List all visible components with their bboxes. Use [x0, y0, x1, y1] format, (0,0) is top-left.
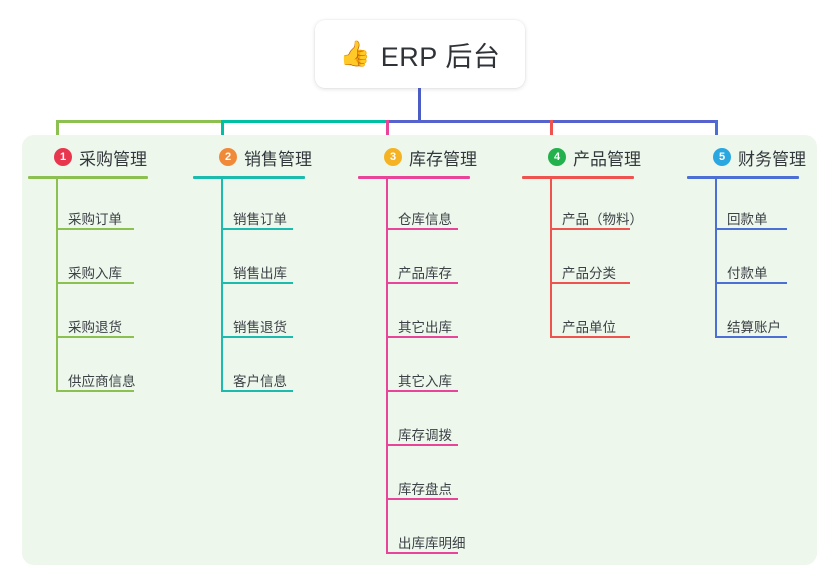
leaf-underline	[715, 336, 787, 338]
leaf-item-label[interactable]: 其它出库	[398, 320, 452, 335]
branch-header-rule-4	[522, 176, 634, 179]
branch-index-badge-4: 4	[548, 148, 566, 166]
leaf-underline	[221, 390, 293, 392]
leaf-item-label[interactable]: 回款单	[727, 212, 768, 227]
leaf-underline	[386, 390, 458, 392]
leaf-underline	[56, 282, 134, 284]
leaf-underline	[221, 282, 293, 284]
branch-trunk-line-5	[715, 179, 717, 337]
leaf-underline	[56, 228, 134, 230]
branch-column-库存管理: 3 库存管理	[368, 145, 477, 169]
leaf-underline	[386, 282, 458, 284]
leaf-underline	[386, 336, 458, 338]
leaf-item-label[interactable]: 仓库信息	[398, 212, 452, 227]
leaf-item-label[interactable]: 采购退货	[68, 320, 122, 335]
branch-header-4[interactable]: 4 产品管理	[532, 145, 641, 169]
leaf-item-label[interactable]: 结算账户	[727, 320, 781, 335]
leaf-item-label[interactable]: 采购订单	[68, 212, 122, 227]
leaf-item-label[interactable]: 产品分类	[562, 266, 616, 281]
leaf-item-label[interactable]: 供应商信息	[68, 374, 136, 389]
leaf-underline	[715, 228, 787, 230]
leaf-underline	[221, 336, 293, 338]
branch-header-rule-5	[687, 176, 799, 179]
leaf-item-label[interactable]: 付款单	[727, 266, 768, 281]
branch-index-badge-3: 3	[384, 148, 402, 166]
leaf-underline	[56, 390, 134, 392]
branch-column-财务管理: 5 财务管理	[697, 145, 806, 169]
branch-header-rule-3	[358, 176, 470, 179]
branch-trunk-line-3	[386, 179, 388, 553]
leaf-underline	[386, 228, 458, 230]
leaf-underline	[56, 336, 134, 338]
leaf-item-label[interactable]: 销售出库	[233, 266, 287, 281]
branch-title-label: 销售管理	[244, 149, 312, 169]
branch-column-销售管理: 2 销售管理	[203, 145, 312, 169]
leaf-underline	[550, 282, 630, 284]
branch-header-3[interactable]: 3 库存管理	[368, 145, 477, 169]
leaf-item-label[interactable]: 客户信息	[233, 374, 287, 389]
branch-index-badge-2: 2	[219, 148, 237, 166]
root-stem-line	[418, 88, 421, 123]
leaf-underline	[386, 444, 458, 446]
branch-header-1[interactable]: 1 采购管理	[38, 145, 147, 169]
leaf-item-label[interactable]: 产品单位	[562, 320, 616, 335]
branch-header-rule-1	[28, 176, 148, 179]
leaf-item-label[interactable]: 销售订单	[233, 212, 287, 227]
root-node-erp-backend[interactable]: 👍 ERP 后台	[315, 20, 525, 88]
branch-trunk-line-2	[221, 179, 223, 391]
branch-header-5[interactable]: 5 财务管理	[697, 145, 806, 169]
bus-segment-2	[221, 120, 386, 123]
leaf-underline	[550, 336, 630, 338]
leaf-item-label[interactable]: 库存调拨	[398, 428, 452, 443]
leaf-item-label[interactable]: 出库库明细	[398, 536, 466, 551]
branch-title-label: 财务管理	[738, 149, 806, 169]
branch-header-rule-2	[193, 176, 305, 179]
branches-panel	[22, 135, 817, 565]
leaf-item-label[interactable]: 产品（物料）	[562, 212, 643, 227]
branch-header-2[interactable]: 2 销售管理	[203, 145, 312, 169]
branch-trunk-line-1	[56, 179, 58, 391]
thumbs-up-icon: 👍	[339, 39, 371, 68]
leaf-item-label[interactable]: 产品库存	[398, 266, 452, 281]
leaf-item-label[interactable]: 库存盘点	[398, 482, 452, 497]
branch-index-badge-1: 1	[54, 148, 72, 166]
branch-title-label: 产品管理	[573, 149, 641, 169]
branch-column-产品管理: 4 产品管理	[532, 145, 641, 169]
root-node-title: ERP 后台	[380, 41, 501, 72]
bus-segment-1	[56, 120, 221, 123]
leaf-underline	[386, 552, 458, 554]
branch-trunk-line-4	[550, 179, 552, 337]
branch-title-label: 库存管理	[409, 149, 477, 169]
leaf-underline	[386, 498, 458, 500]
branch-index-badge-5: 5	[713, 148, 731, 166]
leaf-underline	[221, 228, 293, 230]
leaf-underline	[715, 282, 787, 284]
branch-title-label: 采购管理	[79, 149, 147, 169]
leaf-item-label[interactable]: 销售退货	[233, 320, 287, 335]
leaf-underline	[550, 228, 630, 230]
leaf-item-label[interactable]: 其它入库	[398, 374, 452, 389]
leaf-item-label[interactable]: 采购入库	[68, 266, 122, 281]
branch-column-采购管理: 1 采购管理	[38, 145, 147, 169]
